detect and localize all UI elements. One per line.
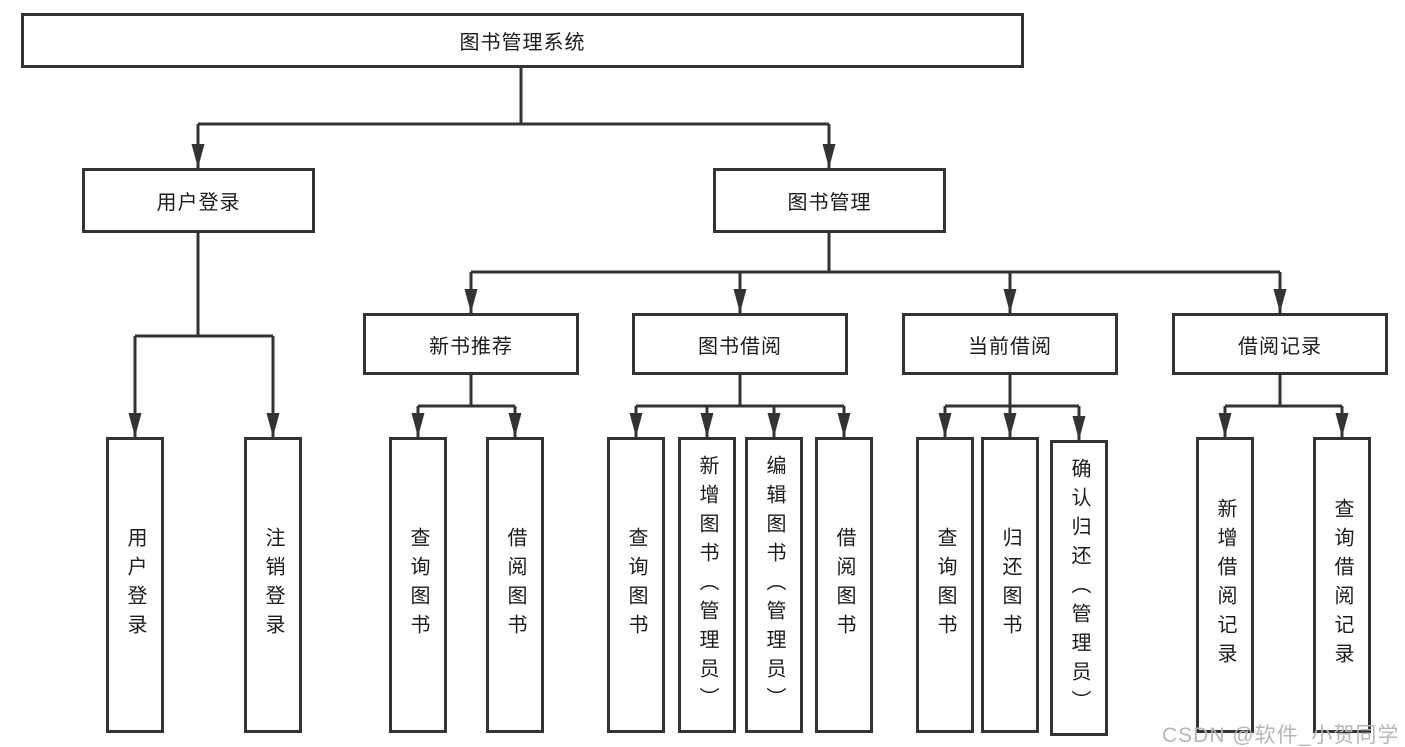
leaf-current-return: 归还图书 bbox=[981, 437, 1039, 733]
leaf-newbooks-borrow-label: 借阅图书 bbox=[504, 527, 526, 643]
node-borrow-records: 借阅记录 bbox=[1172, 313, 1388, 375]
connector-book-borrow bbox=[636, 375, 844, 408]
connector-user-login bbox=[135, 233, 273, 338]
node-current-borrow-label: 当前借阅 bbox=[968, 335, 1052, 358]
leaf-records-add-label: 新增借阅记录 bbox=[1214, 498, 1236, 672]
node-root: 图书管理系统 bbox=[21, 13, 1024, 68]
leaf-newbooks-query: 查询图书 bbox=[389, 437, 447, 733]
leaf-current-confirm-admin: 确认归还（管理员） bbox=[1050, 440, 1108, 736]
leaf-borrow-edit-admin: 编辑图书（管理员） bbox=[745, 437, 803, 733]
leaf-current-query-label: 查询图书 bbox=[934, 527, 956, 643]
leaf-borrow-add-admin: 新增图书（管理员） bbox=[678, 437, 736, 733]
node-new-books: 新书推荐 bbox=[363, 313, 579, 375]
node-book-management-label: 图书管理 bbox=[787, 192, 872, 214]
leaf-newbooks-borrow: 借阅图书 bbox=[486, 437, 544, 733]
node-root-label: 图书管理系统 bbox=[459, 32, 586, 54]
leaf-borrow-edit-admin-label: 编辑图书（管理员） bbox=[763, 454, 785, 716]
connector-book-management bbox=[471, 233, 1280, 274]
node-book-borrow: 图书借阅 bbox=[632, 313, 848, 375]
leaf-borrow-query-label: 查询图书 bbox=[625, 527, 647, 643]
leaf-borrow-borrow-label: 借阅图书 bbox=[833, 527, 855, 643]
leaf-user-login: 用户登录 bbox=[106, 437, 164, 733]
node-user-login-label: 用户登录 bbox=[156, 192, 241, 214]
leaf-borrow-query: 查询图书 bbox=[607, 437, 665, 733]
leaf-borrow-borrow: 借阅图书 bbox=[815, 437, 873, 733]
leaf-records-query-label: 查询借阅记录 bbox=[1331, 498, 1353, 672]
leaf-records-query: 查询借阅记录 bbox=[1313, 437, 1371, 733]
node-book-borrow-label: 图书借阅 bbox=[698, 335, 782, 358]
connector-new-books bbox=[418, 375, 515, 408]
node-borrow-records-label: 借阅记录 bbox=[1238, 335, 1322, 358]
connector-borrow-records bbox=[1225, 375, 1342, 408]
connector-root bbox=[198, 68, 829, 126]
node-current-borrow: 当前借阅 bbox=[902, 313, 1118, 375]
node-user-login: 用户登录 bbox=[82, 168, 315, 233]
leaf-logout: 注销登录 bbox=[244, 437, 302, 733]
node-new-books-label: 新书推荐 bbox=[429, 335, 513, 358]
leaf-newbooks-query-label: 查询图书 bbox=[407, 527, 429, 643]
leaf-current-confirm-admin-label: 确认归还（管理员） bbox=[1068, 457, 1090, 719]
leaf-borrow-add-admin-label: 新增图书（管理员） bbox=[696, 454, 718, 716]
connector-current-borrow bbox=[945, 375, 1079, 408]
node-book-management: 图书管理 bbox=[713, 168, 946, 233]
csdn-watermark: CSDN @软件_小贺同学 bbox=[1162, 724, 1400, 747]
leaf-logout-label: 注销登录 bbox=[262, 527, 284, 643]
leaf-user-login-label: 用户登录 bbox=[124, 527, 146, 643]
leaf-current-return-label: 归还图书 bbox=[999, 527, 1021, 643]
leaf-current-query: 查询图书 bbox=[916, 437, 974, 733]
leaf-records-add: 新增借阅记录 bbox=[1196, 437, 1254, 733]
